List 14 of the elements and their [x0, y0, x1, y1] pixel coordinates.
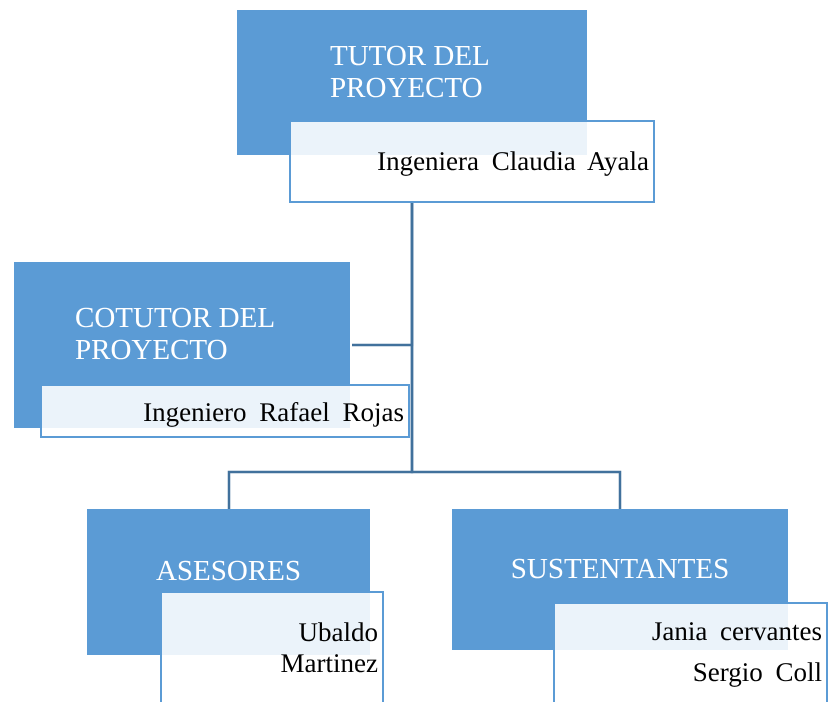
person-name: Ubaldo Martinez: [280, 617, 378, 679]
person-name: Ingeniera Claudia Ayala: [376, 146, 649, 177]
name-box: [40, 384, 410, 438]
person-name: Jania cervantes: [650, 616, 822, 647]
name-box: [160, 591, 384, 702]
role-title: SUSTENTANTES: [510, 553, 730, 585]
person-name: Sergio Coll: [692, 657, 822, 688]
role-title: TUTOR DEL PROYECTO: [330, 40, 490, 104]
name-box: [553, 602, 828, 702]
role-title: ASESORES: [154, 555, 302, 587]
person-name: Ingeniero Rafael Rojas: [142, 397, 404, 428]
name-box: [289, 120, 655, 203]
role-title: COTUTOR DEL PROYECTO: [75, 302, 275, 366]
connector-line: [410, 203, 622, 509]
